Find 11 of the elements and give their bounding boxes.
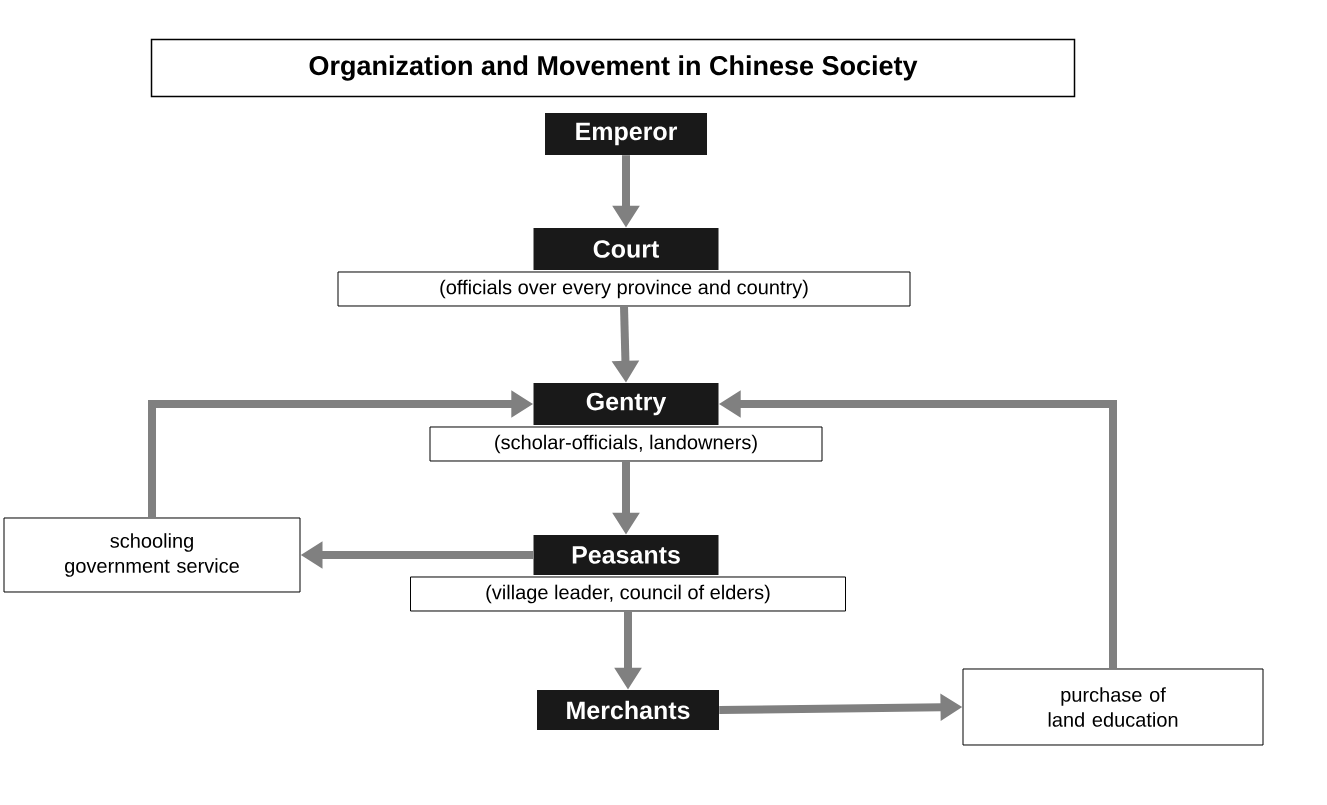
rank-label: Gentry	[533, 383, 719, 425]
description-box: (village leader, council of elders)	[410, 576, 846, 612]
title-box: Organization and Movement in Chinese Society	[150, 38, 1076, 98]
description-box: (officials over every province and country)	[337, 271, 911, 307]
description-box: (scholar-officials, landowners)	[429, 426, 823, 462]
rank-label: Merchants	[537, 690, 719, 730]
outcome-box: schooling government service	[3, 517, 301, 593]
rank-label: Court	[533, 228, 719, 270]
outcome-box: purchase of land education	[962, 668, 1264, 746]
rank-label: Emperor	[545, 113, 707, 155]
rank-label: Peasants	[533, 535, 719, 575]
